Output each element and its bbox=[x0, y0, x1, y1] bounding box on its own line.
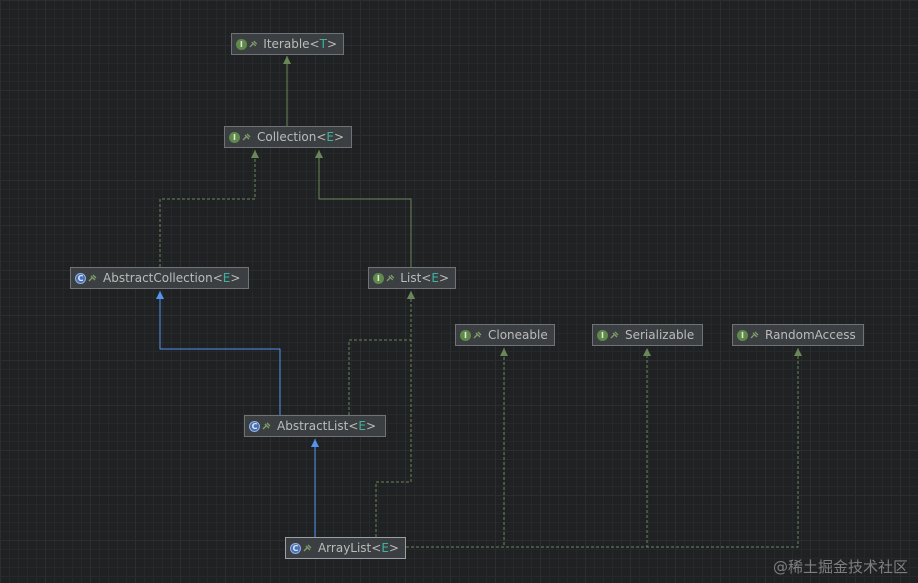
node-randomaccess[interactable]: I RandomAccess bbox=[732, 324, 864, 346]
interface-icon: I bbox=[229, 131, 240, 143]
pin-icon bbox=[242, 133, 251, 140]
edge-arraylist-to-list bbox=[375, 291, 415, 537]
abstract-class-icon: C bbox=[249, 420, 260, 432]
pin-icon bbox=[249, 40, 257, 47]
arrowhead bbox=[283, 56, 291, 64]
node-label: RandomAccess bbox=[765, 328, 856, 342]
pin-icon bbox=[386, 274, 394, 281]
edge-arraylist-to-serializable bbox=[406, 348, 651, 548]
node-serializable[interactable]: I Serializable bbox=[592, 324, 703, 346]
arrowhead bbox=[794, 348, 802, 356]
node-label: AbstractCollection<E> bbox=[103, 271, 241, 285]
node-label: Serializable bbox=[625, 328, 695, 342]
node-label: ArrayList<E> bbox=[317, 541, 399, 555]
interface-icon: I bbox=[373, 272, 384, 284]
pin-icon bbox=[610, 331, 619, 338]
abstract-class-icon: C bbox=[75, 272, 86, 284]
pin-icon bbox=[88, 274, 97, 281]
watermark: @稀土掘金技术社区 bbox=[772, 558, 908, 576]
edge-abstractcollection-to-collection bbox=[159, 150, 259, 267]
arrowhead bbox=[156, 291, 164, 299]
node-label: AbstractList<E> bbox=[277, 419, 377, 433]
node-abstractlist[interactable]: C AbstractList<E> bbox=[244, 415, 386, 437]
edge-arraylist-to-cloneable bbox=[406, 348, 508, 548]
edge-collection-to-iterable bbox=[283, 56, 291, 126]
arrowhead bbox=[251, 150, 259, 158]
pin-icon bbox=[473, 331, 482, 338]
node-iterable[interactable]: I Iterable<T> bbox=[231, 33, 344, 55]
node-label: List<E> bbox=[400, 271, 449, 285]
node-collection[interactable]: I Collection<E> bbox=[224, 126, 352, 148]
interface-icon: I bbox=[737, 329, 748, 341]
edge-abstractlist-to-list bbox=[348, 291, 415, 415]
arrowhead bbox=[500, 348, 508, 356]
interface-icon: I bbox=[236, 38, 247, 50]
interface-icon: I bbox=[460, 329, 471, 341]
edge-list-to-collection bbox=[315, 150, 412, 267]
pin-icon bbox=[262, 422, 271, 429]
node-label: Cloneable bbox=[488, 328, 548, 342]
class-icon: C bbox=[290, 542, 301, 554]
pin-icon bbox=[750, 331, 759, 338]
edge-abstractlist-to-abstractcollection bbox=[156, 291, 281, 415]
node-arraylist[interactable]: C ArrayList<E> bbox=[285, 537, 406, 559]
node-cloneable[interactable]: I Cloneable bbox=[455, 324, 555, 346]
node-label: Collection<E> bbox=[257, 130, 345, 144]
node-list[interactable]: I List<E> bbox=[368, 267, 456, 289]
node-abstractcollection[interactable]: C AbstractCollection<E> bbox=[70, 267, 249, 289]
node-label: Iterable<T> bbox=[263, 37, 337, 51]
arrowhead bbox=[315, 150, 323, 158]
pin-icon bbox=[303, 544, 312, 551]
arrowhead bbox=[407, 291, 415, 299]
arrowhead bbox=[643, 348, 651, 356]
arrowhead bbox=[311, 439, 319, 447]
edge-arraylist-to-abstractlist bbox=[311, 439, 319, 537]
interface-icon: I bbox=[597, 329, 608, 341]
edge-arraylist-to-randomaccess bbox=[406, 348, 802, 548]
